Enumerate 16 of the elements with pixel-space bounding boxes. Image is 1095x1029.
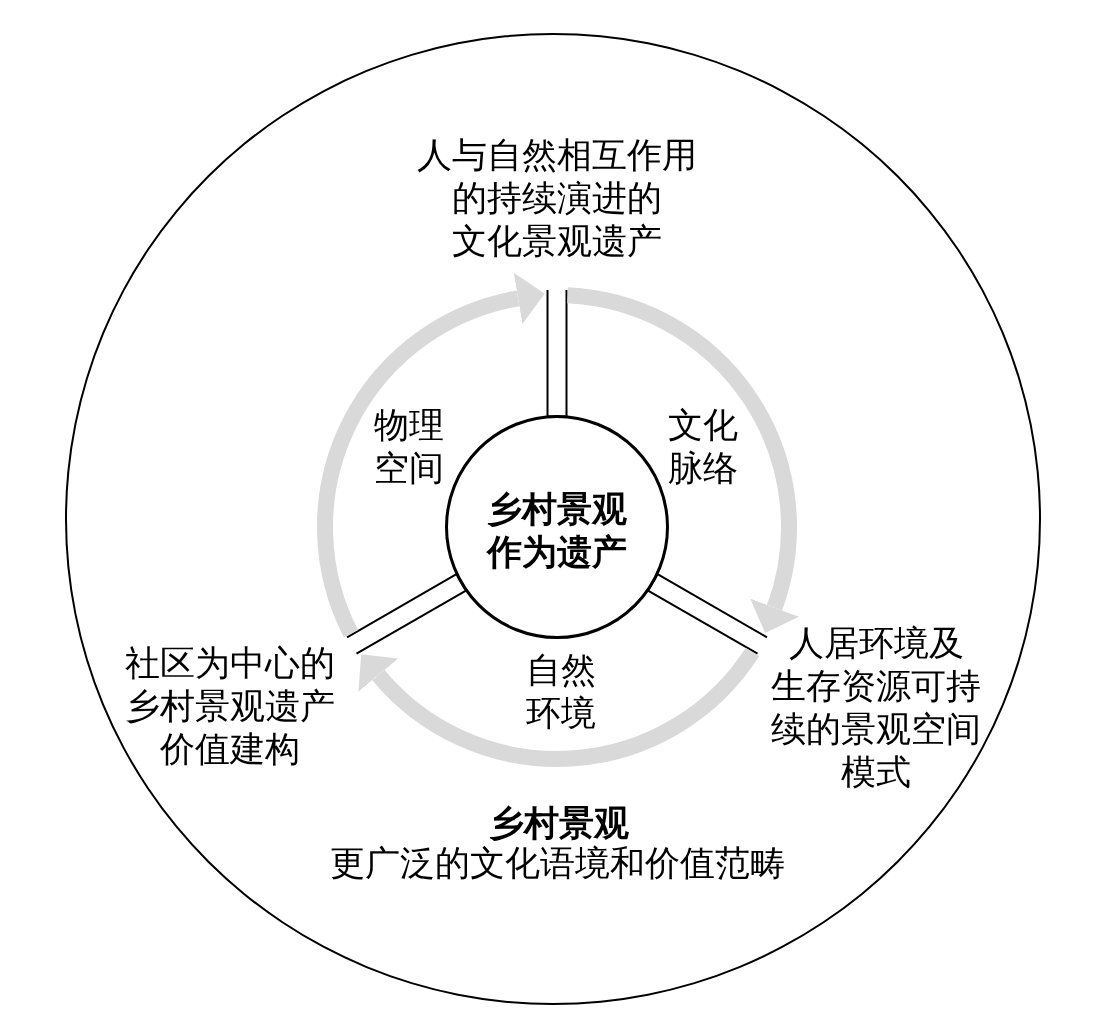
connector-line — [546, 289, 568, 418]
curved-arrow — [359, 647, 759, 767]
outer-circle — [65, 33, 1041, 1005]
curved-arrow — [317, 273, 545, 637]
connector-line — [647, 573, 768, 655]
sector-label: 物理空间 — [373, 404, 445, 490]
heading-text: 乡村景观 — [488, 800, 630, 844]
sector-label: 文化脉络 — [667, 404, 739, 490]
center-label: 乡村景观作为遗产 — [486, 487, 628, 573]
connector-line — [346, 573, 467, 655]
caption-text: 更广泛的文化语境和价值范畴 — [329, 841, 785, 885]
spoke-label: 社区为中心的乡村景观遗产价值建构 — [124, 641, 336, 771]
spoke-label: 人与自然相互作用的持续演进的文化景观遗产 — [416, 133, 698, 263]
sector-label: 自然环境 — [525, 649, 597, 735]
curved-arrow — [566, 287, 800, 634]
spoke-label: 人居环境及生存资源可持续的景观空间模式 — [770, 622, 982, 794]
